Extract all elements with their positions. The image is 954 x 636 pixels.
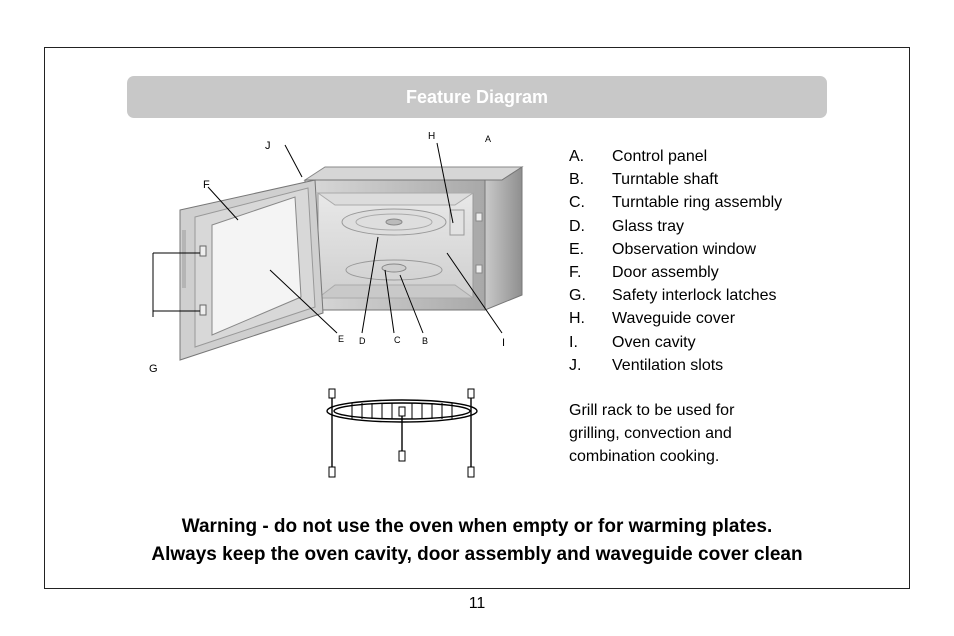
label-D: D — [359, 336, 366, 346]
legend-item: C.Turntable ring assembly — [569, 194, 783, 212]
grill-rack-diagram — [326, 388, 478, 478]
legend-item: D.Glass tray — [569, 217, 685, 235]
observation-window — [211, 196, 302, 336]
section-title: Feature Diagram — [405, 86, 549, 107]
label-F: F — [203, 179, 210, 191]
oven-top — [303, 166, 524, 181]
legend-item: J.Ventilation slots — [569, 356, 724, 374]
grill-rack-note: Grill rack to be used for grilling, conv… — [569, 402, 735, 465]
legend-item: G.Safety interlock latches — [569, 287, 777, 305]
warning-line-1: Warning - do not use the oven when empty… — [181, 516, 773, 537]
control-panel — [484, 166, 523, 311]
label-J: J — [265, 140, 271, 152]
legend-item: B.Turntable shaft — [569, 171, 719, 189]
legend-item: A.Control panel — [569, 148, 708, 165]
warning-text: Warning - do not use the oven when empty… — [44, 513, 910, 569]
label-C: C — [394, 335, 401, 345]
label-A: A — [485, 134, 491, 144]
waveguide-cover — [449, 209, 465, 236]
microwave-diagram: J H A F G E D C B I — [149, 131, 524, 375]
legend-item: E.Observation window — [569, 240, 757, 258]
legend-item: H.Waveguide cover — [569, 310, 736, 328]
label-H: H — [428, 131, 435, 142]
label-I: I — [502, 337, 505, 349]
page-number: 11 — [468, 595, 486, 612]
feature-legend: A.Control panel B.Turntable shaft C.Turn… — [569, 145, 782, 377]
page-frame — [44, 47, 910, 589]
legend-item: F.Door assembly — [569, 264, 719, 282]
label-G: G — [149, 363, 158, 375]
interlock-latch-bottom — [199, 304, 207, 316]
warning-line-2: Always keep the oven cavity, door assemb… — [151, 544, 803, 565]
section-banner: Feature Diagram — [127, 76, 827, 118]
label-B: B — [422, 336, 428, 346]
interlock-latch-top — [199, 245, 207, 257]
label-E: E — [338, 334, 344, 344]
legend-item: I.Oven cavity — [569, 333, 696, 351]
turntable-ring — [345, 259, 443, 281]
